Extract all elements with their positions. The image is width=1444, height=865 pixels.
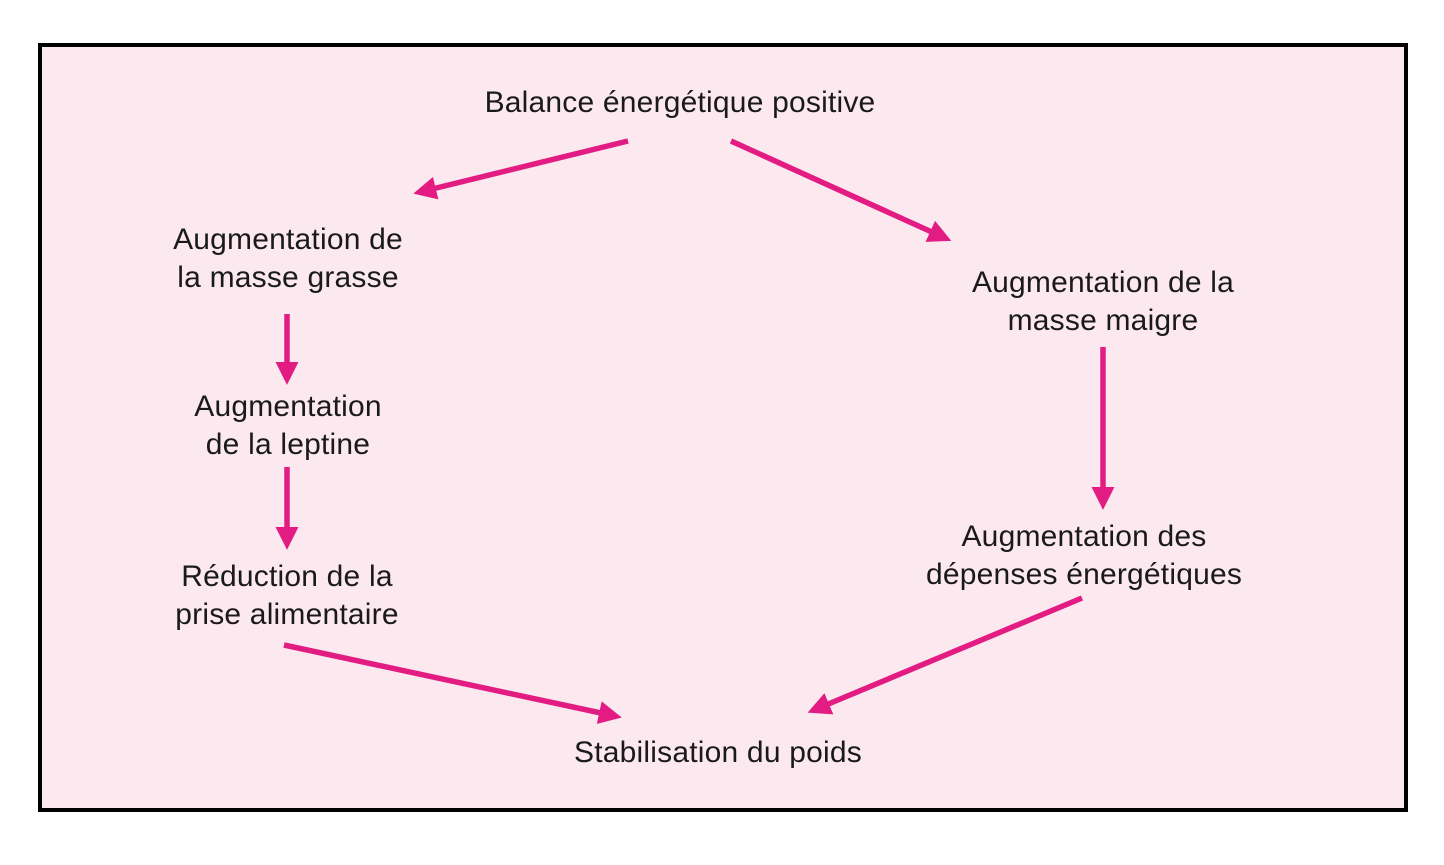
- node-augmentation-masse-maigre: Augmentation de la masse maigre: [971, 266, 1235, 337]
- node-balance-energetique-positive: Balance énergétique positive: [484, 86, 876, 119]
- node-augmentation-leptine: Augmentation de la leptine: [194, 390, 382, 461]
- node-reduction-prise-alimentaire: Réduction de la prise alimentaire: [175, 560, 399, 631]
- node-augmentation-masse-grasse: Augmentation de la masse grasse: [173, 223, 403, 294]
- node-augmentation-depenses-energetiques: Augmentation des dépenses énergétiques: [925, 520, 1243, 591]
- diagram-frame: [38, 43, 1408, 812]
- node-stabilisation-du-poids: Stabilisation du poids: [574, 736, 862, 769]
